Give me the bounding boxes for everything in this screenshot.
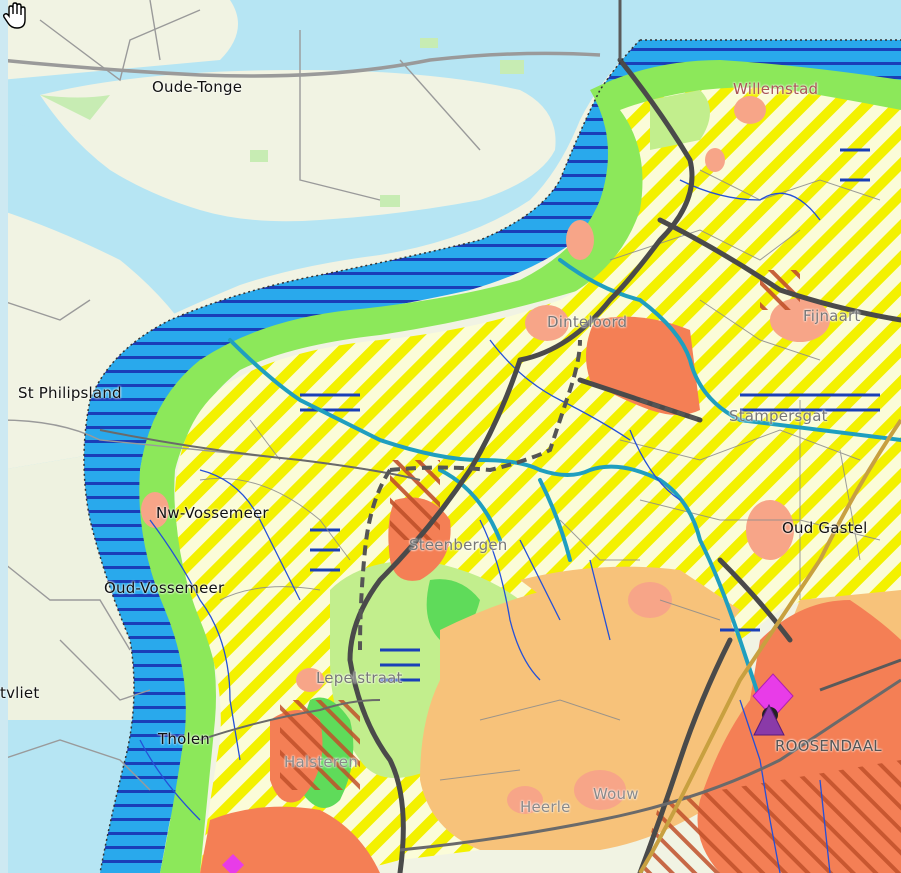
magenta-diamond-icon[interactable] <box>220 852 246 873</box>
label-lepelstraat: Lepelstraat <box>316 669 403 687</box>
label-steenbergen: Steenbergen <box>409 536 508 554</box>
label-roosendaal: ROOSENDAAL <box>775 737 882 755</box>
label-tvliet: tvliet <box>0 684 40 702</box>
label-nw-vossemeer: Nw-Vossemeer <box>156 504 269 522</box>
label-st-philipsland: St Philipsland <box>18 384 122 402</box>
hand-pan-icon <box>2 2 26 29</box>
label-stampersgat: Stampersgat <box>729 407 828 425</box>
label-oud-gastel: Oud Gastel <box>782 519 868 537</box>
label-wouw: Wouw <box>593 785 639 803</box>
label-tholen: Tholen <box>158 730 210 748</box>
label-oude-tonge: Oude-Tonge <box>152 78 243 96</box>
label-dinteloord: Dinteloord <box>547 313 628 331</box>
water-hatched-zone <box>84 40 901 873</box>
label-oud-vossemeer: Oud-Vossemeer <box>104 579 225 597</box>
island-land <box>40 70 556 222</box>
purple-triangle-icon[interactable] <box>752 702 786 738</box>
label-heerle: Heerle <box>520 798 571 816</box>
dashed-boundary <box>358 468 392 651</box>
label-halsteren: Halsteren <box>284 753 358 771</box>
label-willemstad: Willemstad <box>733 80 819 98</box>
urban-bergen <box>200 806 380 873</box>
label-fijnaart: Fijnaart <box>803 307 861 325</box>
top-left-land <box>0 0 238 80</box>
